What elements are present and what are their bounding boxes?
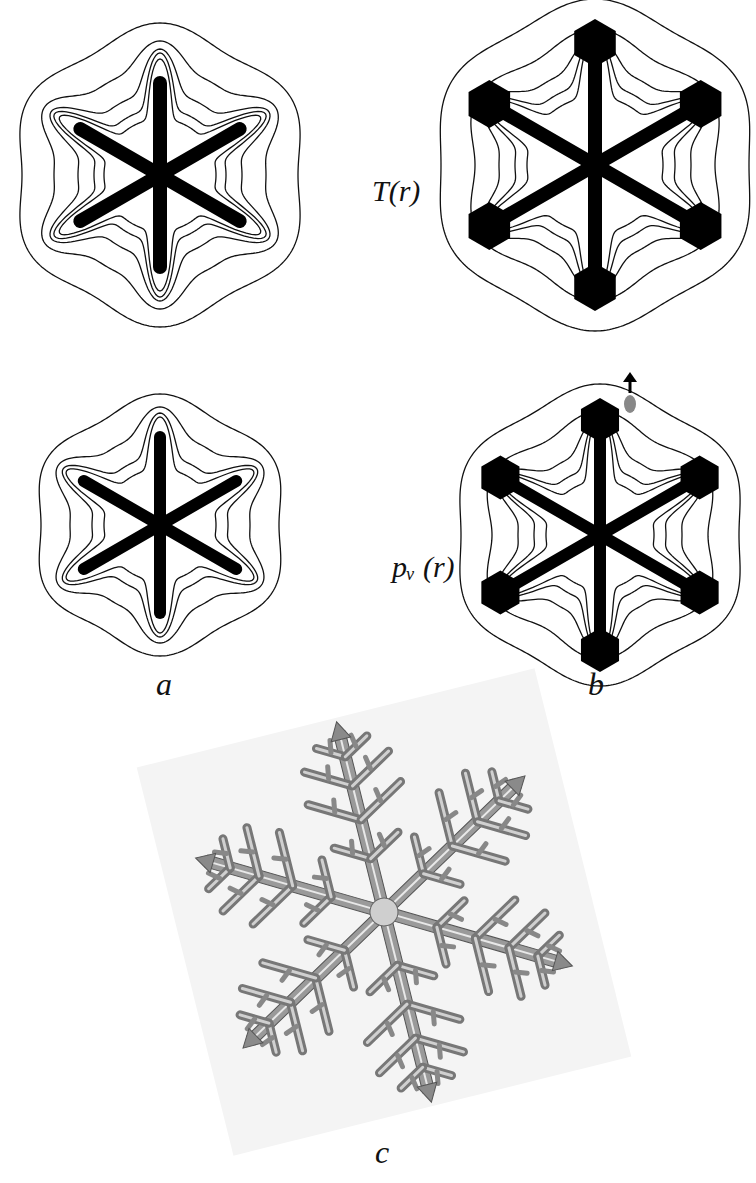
temperature-contour: [42, 41, 279, 309]
sidebranch-bump: [624, 395, 636, 413]
temperature-contour: [54, 53, 266, 297]
dendrite-arm: [154, 437, 166, 525]
dendrite-star: [489, 43, 700, 287]
vapor-contour: [62, 413, 257, 637]
vapor-contour: [497, 417, 702, 653]
hexagonal-plate: [574, 263, 616, 311]
hexagonal-plate: [481, 456, 519, 500]
hexagonal-plate: [680, 202, 722, 250]
hexagonal-plate: [469, 202, 511, 250]
panel-letter: a: [156, 668, 172, 700]
temperature-contour: [484, 37, 707, 293]
dendrite-arm: [153, 83, 167, 175]
snowflake-photo: [137, 668, 632, 1155]
hexagonal-plate: [574, 19, 616, 67]
temperature-contour: [50, 49, 270, 301]
panel-letter: c: [375, 1136, 389, 1168]
dendrite-arm: [160, 129, 240, 175]
dendrite-arm: [153, 175, 167, 267]
hexagonal-plate: [581, 398, 619, 442]
photo-ground: [137, 668, 632, 1155]
photo-arm: [351, 742, 558, 947]
vapor-contour: [496, 417, 703, 653]
hexagonal-plate: [681, 456, 719, 500]
panel-letter: b: [588, 668, 604, 700]
vapor-contour: [56, 407, 264, 643]
crystal-center: [149, 514, 171, 536]
dendrite-arm: [84, 525, 160, 569]
hexagonal-plate: [681, 571, 719, 615]
dendrite-star: [80, 83, 239, 267]
hexagonal-plate: [481, 571, 519, 615]
crystal-center: [147, 162, 172, 187]
crystal-center: [589, 524, 611, 546]
photo-center: [367, 895, 401, 929]
field-label: T(r): [372, 176, 420, 206]
hexagonal-plate: [469, 80, 511, 128]
dendrite-star: [84, 437, 236, 613]
dendrite-arm: [160, 481, 236, 525]
growth-arrowhead: [623, 372, 637, 382]
hexagonal-plate: [581, 628, 619, 672]
temperature-contour: [20, 23, 300, 327]
dendrite-arm: [160, 175, 240, 221]
temperature-contour: [440, 0, 749, 331]
photo-arm: [182, 812, 397, 958]
temperature-contour: [482, 37, 707, 293]
dendrite-arm: [80, 129, 160, 175]
vapor-contour: [460, 384, 740, 686]
field-label: pᵥ (r): [392, 552, 455, 582]
temperature-contour: [471, 29, 719, 301]
temperature-contour: [483, 37, 706, 293]
vapor-contour: [66, 417, 254, 633]
dendrite-star: [500, 420, 699, 650]
vapor-contour: [487, 411, 713, 659]
photo-arm: [210, 878, 417, 1083]
crystal-center: [582, 152, 607, 177]
dendrite-arm: [80, 175, 160, 221]
vapor-contour: [497, 417, 703, 653]
dendrite-arm: [154, 525, 166, 613]
temperature-contour: [59, 59, 260, 291]
hexagonal-plate: [680, 80, 722, 128]
vapor-contour: [39, 394, 281, 656]
dendrite-arm: [160, 525, 236, 569]
dendrite-arm: [84, 481, 160, 525]
